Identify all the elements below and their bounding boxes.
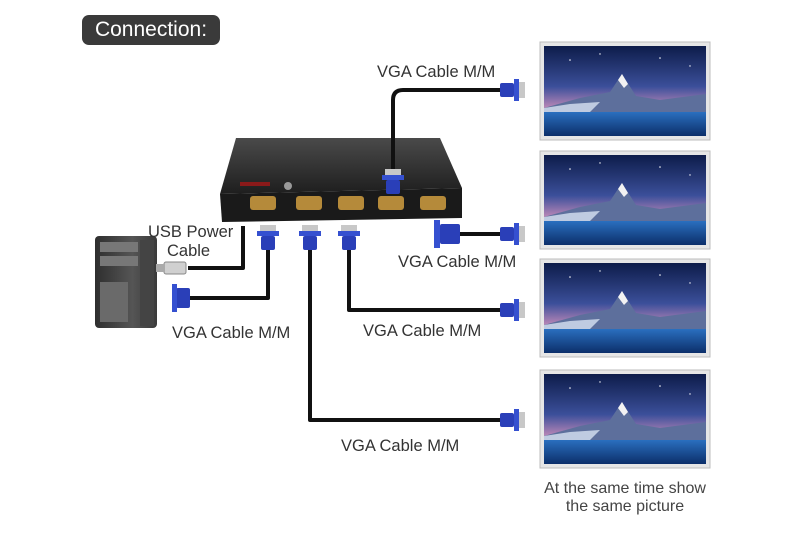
label-vga-mid-right: VGA Cable M/M xyxy=(398,253,517,271)
vga-connector-input xyxy=(257,225,279,250)
vga-connector-port-3 xyxy=(338,225,360,250)
label-vga-center: VGA Cable M/M xyxy=(363,322,482,340)
monitor-3 xyxy=(539,258,711,358)
vga-splitter xyxy=(220,138,462,222)
caption: At the same time show the same picture xyxy=(525,480,725,516)
vga-connector-monitor-2 xyxy=(500,223,525,245)
cables xyxy=(188,88,500,422)
caption-line2: the same picture xyxy=(565,498,685,515)
vga-connector-port-2 xyxy=(299,225,321,250)
label-vga-left: VGA Cable M/M xyxy=(172,324,291,342)
label-usb-power-line1: USB Power xyxy=(148,223,234,241)
pc-tower xyxy=(95,236,157,328)
label-usb-power-line2: Cable xyxy=(167,242,211,260)
vga-connector-pc xyxy=(172,284,190,312)
vga-connector-splitter-side xyxy=(434,220,460,248)
usb-plug-icon xyxy=(156,261,187,275)
connection-title: Connection: xyxy=(82,15,220,45)
monitor-4 xyxy=(539,369,711,469)
vga-connector-monitor-4 xyxy=(500,409,525,431)
vga-connector-monitor-3 xyxy=(500,299,525,321)
monitor-2 xyxy=(539,150,711,250)
label-vga-top: VGA Cable M/M xyxy=(377,63,496,81)
label-vga-bottom: VGA Cable M/M xyxy=(341,437,460,455)
monitor-1 xyxy=(539,41,711,141)
vga-connector-monitor-1 xyxy=(500,79,525,101)
caption-line1: At the same time show xyxy=(544,480,706,497)
